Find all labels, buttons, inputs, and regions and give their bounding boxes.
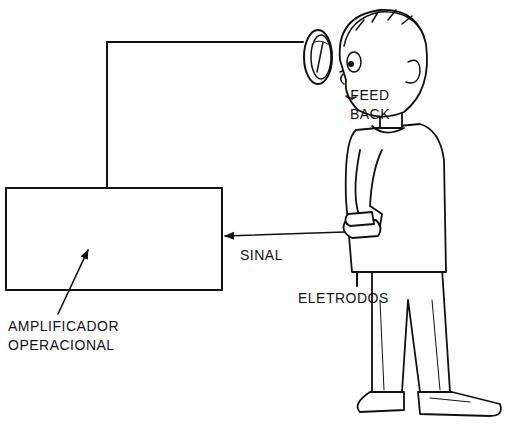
boy-figure [340, 10, 501, 416]
wire [107, 42, 303, 188]
signal-arrow [225, 232, 345, 236]
feedback-label: FEED BACK [346, 86, 394, 124]
amplifier-label: AMPLIFICADOR OPERACIONAL [8, 317, 188, 355]
amplifier-box [6, 188, 222, 290]
amplifier-leader [58, 250, 88, 314]
meter [304, 30, 332, 84]
signal-label: SINAL [240, 246, 300, 265]
electrodes-label: ELETRODOS [298, 289, 418, 308]
